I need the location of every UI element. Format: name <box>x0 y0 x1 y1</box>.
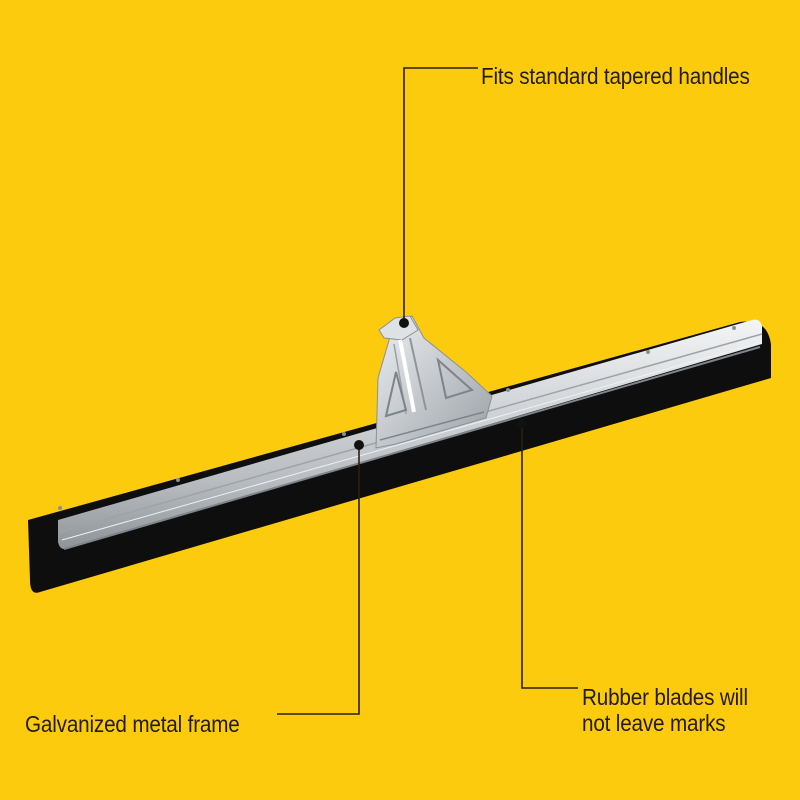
callout-blade-leader <box>521 424 578 689</box>
callout-blade-dot <box>517 418 527 428</box>
handle-bracket <box>375 315 493 449</box>
callout-handle-label: Fits standard tapered handles <box>481 63 750 89</box>
callout-frame-dot <box>354 440 364 450</box>
callout-frame-label: Galvanized metal frame <box>25 711 240 737</box>
callout-handle-leader <box>403 67 478 322</box>
callout-handle-dot <box>399 318 409 328</box>
callout-frame-leader <box>277 446 360 715</box>
callout-blade-line2: not leave marks <box>582 710 726 736</box>
callout-blade-label: Rubber blades will not leave marks <box>582 684 748 736</box>
rivet-icon <box>58 506 62 510</box>
callout-blade-line1: Rubber blades will <box>582 684 748 710</box>
